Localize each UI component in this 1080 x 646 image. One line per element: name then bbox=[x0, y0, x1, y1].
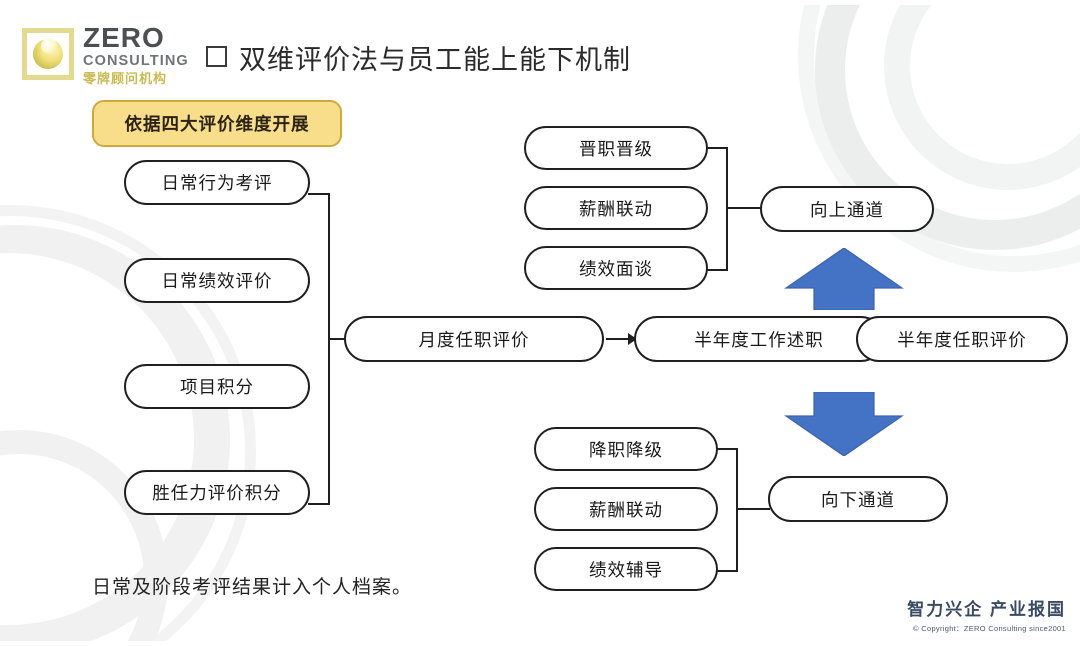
left-bracket-bottom-arm bbox=[308, 503, 330, 506]
left-bracket-top-arm bbox=[308, 193, 330, 196]
bottom-edge-strip bbox=[0, 641, 1080, 646]
middle-connector-arrowhead-icon bbox=[628, 333, 637, 345]
dimension-banner: 依据四大评价维度开展 bbox=[92, 100, 342, 147]
page-title: 双维评价法与员工能上能下机制 bbox=[206, 38, 631, 77]
footer-slogan: 智力兴企 产业报国 bbox=[907, 600, 1066, 619]
zero-mark-icon bbox=[22, 28, 74, 81]
left-bracket-stub bbox=[328, 338, 350, 341]
down-item-3[interactable]: 绩效辅导 bbox=[534, 547, 718, 591]
brand-name-cn: 零牌顾问机构 bbox=[83, 70, 168, 86]
brand-logo-text: ZERO CONSULTING 零牌顾问机构 bbox=[83, 24, 189, 85]
left-pill-3[interactable]: 项目积分 bbox=[124, 364, 310, 409]
left-pill-1[interactable]: 日常行为考评 bbox=[124, 160, 310, 205]
middle-pill-halfyear-report[interactable]: 半年度工作述职 bbox=[634, 316, 884, 362]
down-item-1[interactable]: 降职降级 bbox=[534, 427, 718, 471]
down-item-2[interactable]: 薪酬联动 bbox=[534, 487, 718, 531]
left-bracket-spine bbox=[328, 193, 331, 505]
footnote-text: 日常及阶段考评结果计入个人档案。 bbox=[92, 577, 413, 598]
up-channel-result[interactable]: 向上通道 bbox=[760, 186, 934, 232]
square-bullet-icon bbox=[206, 46, 227, 67]
down-bracket-top-arm bbox=[716, 448, 738, 451]
arrow-down-icon bbox=[784, 392, 904, 456]
up-item-2[interactable]: 薪酬联动 bbox=[524, 186, 708, 230]
up-item-1[interactable]: 晋职晋级 bbox=[524, 126, 708, 170]
up-bracket-stub bbox=[726, 207, 762, 210]
up-item-3[interactable]: 绩效面谈 bbox=[524, 246, 708, 290]
brand-subtitle-en: CONSULTING bbox=[83, 53, 189, 69]
down-bracket-bottom-arm bbox=[716, 570, 738, 573]
arrow-up-icon bbox=[784, 248, 904, 310]
top-edge-strip bbox=[0, 0, 1080, 5]
left-pill-2[interactable]: 日常绩效评价 bbox=[124, 258, 310, 303]
down-channel-result[interactable]: 向下通道 bbox=[768, 476, 948, 522]
watermark-ring-inner-icon bbox=[884, 0, 1080, 190]
watermark-circle-left-inner-icon bbox=[0, 253, 194, 625]
crescent-highlight-icon bbox=[41, 38, 57, 55]
left-pill-4[interactable]: 胜任力评价积分 bbox=[124, 470, 310, 515]
footer-brand: 智力兴企 产业报国 © Copyright：ZERO Consulting si… bbox=[907, 595, 1066, 634]
middle-pill-halfyear-eval[interactable]: 半年度任职评价 bbox=[856, 316, 1068, 362]
middle-pill-monthly[interactable]: 月度任职评价 bbox=[344, 316, 604, 362]
brand-name-en: ZERO bbox=[83, 22, 165, 53]
down-bracket-stub bbox=[736, 508, 770, 511]
footer-copyright: © Copyright：ZERO Consulting since2001 bbox=[913, 624, 1066, 633]
watermark-ring-bottom-left-icon bbox=[0, 430, 168, 646]
brand-logo: ZERO CONSULTING 零牌顾问机构 bbox=[22, 24, 189, 85]
up-bracket-bottom-arm bbox=[706, 269, 728, 272]
middle-connector-line bbox=[606, 338, 630, 341]
page-title-text: 双维评价法与员工能上能下机制 bbox=[239, 45, 631, 75]
up-bracket-top-arm bbox=[706, 147, 728, 150]
